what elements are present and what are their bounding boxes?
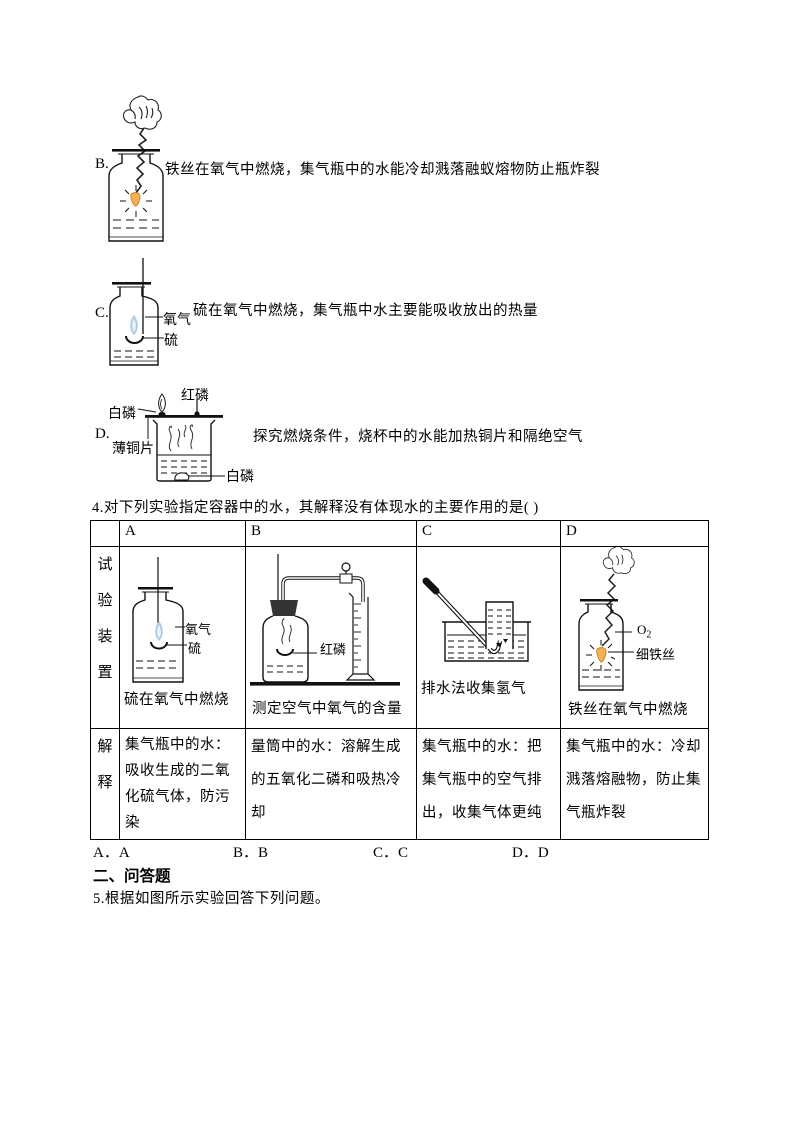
apparatus-caption-d: 铁丝在氧气中燃烧 [568,702,688,718]
apparatus-row-header-text: 试验装置 [97,557,113,681]
water-displacement-diagram [422,577,531,662]
steam-icon [168,424,194,452]
cylinder-graduations [354,603,361,668]
oxygen-label: 氧气 [185,622,212,637]
question4-table: A B C D 试验装置 [90,520,709,840]
oxygen-label: 氧气 [163,313,191,328]
apparatus-row-header: 试验装置 [90,546,120,729]
red-phosphorus-label: 红磷 [320,642,347,657]
combustion-spoon-icon [125,335,144,344]
explanation-a: 集气瓶中的水：吸收生成的二氧化硫气体，防污染 [125,737,230,831]
white-phosphorus-lump-icon [174,472,190,481]
apparatus-caption-c: 排水法收集氢气 [421,681,526,697]
option-b-text: 铁丝在氧气中燃烧，集气瓶中的水能冷却溅落融蚁熔物防止瓶炸裂 [165,162,600,178]
explanation-c: 集气瓶中的水：把集气瓶中的空气排出，收集气体更纯 [422,739,542,821]
iron-wire-icon [601,573,617,647]
hand-icon [122,95,162,130]
water-icon [114,350,155,358]
col-header-b: B [245,520,417,547]
o2-label: O2 [637,622,652,641]
choice-d: D．D [512,845,549,861]
white-phosphorus-flame-icon [158,393,166,413]
iron-wire-burning-diagram-small [578,547,635,691]
white-phosphorus-pointer-line [137,408,157,413]
question5-stem: 5.根据如图所示实验回答下列问题。 [93,891,330,907]
white-phosphorus-bottom-label: 白磷 [226,470,254,485]
bubble-icon [496,643,502,647]
question4-stem: 4.对下列实验指定容器中的水，其解释没有体现水的主要作用的是( ) [92,500,539,516]
graduated-cylinder-icon [345,592,376,681]
sulfur-burning-diagram-small [132,557,187,683]
apparatus-cell-d: O2 细铁丝 铁丝在氧气中燃烧 [560,546,709,729]
water-icon [582,669,620,678]
iron-wire-burning-diagram [108,95,164,242]
water-icon [113,219,159,229]
red-phosphorus-label: 红磷 [181,389,209,404]
spark-rays-icon [120,185,152,217]
water-icon [161,460,207,474]
white-phosphorus-top-label: 白磷 [108,407,136,422]
section2-title: 二、问答题 [93,868,171,885]
choice-c: C．C [373,845,409,861]
corner-cell [90,520,120,547]
copper-sheet-icon [145,415,223,418]
col-header-d: D [560,520,709,547]
beaker-icon [152,419,216,482]
water-icon [267,665,304,673]
iron-wire-icon [135,127,148,194]
stopcock-icon [339,562,353,584]
choice-b: B．B [233,845,269,861]
explanation-row-header: 解释 [90,728,120,840]
choice-a: A．A [93,845,130,861]
smoke-icon [281,618,292,645]
spark-rays-icon [586,640,616,671]
flame-icon [130,192,141,207]
apparatus-cell-a: 氧气 硫 硫在氧气中燃烧 [119,546,246,729]
gas-bottle-icon [132,592,184,683]
combustion-condition-diagram [137,393,225,482]
sulfur-label: 硫 [188,641,202,656]
water-in-bottle-icon [488,609,511,635]
sulfur-label: 硫 [164,334,178,349]
option-d-text: 探究燃烧条件，烧杯中的水能加热铜片和隔绝空气 [253,429,583,445]
rubber-tube-icon [422,577,440,595]
option-c-label: C. [95,305,109,321]
option-b-label: B. [95,156,109,172]
table-header-row: A B C D [90,520,709,547]
bubble-icon [503,639,508,643]
flame-icon [596,647,607,663]
apparatus-caption-a: 硫在氧气中燃烧 [124,692,229,708]
explanation-row: 解释 集气瓶中的水：吸收生成的二氧化硫气体，防污染 量筒中的水：溶解生成的五氧化… [90,728,709,840]
apparatus-cell-b: 红磷 测定空气中氧气的含量 [245,546,417,729]
combustion-spoon-icon [276,648,294,656]
copper-sheet-label: 薄铜片 [112,442,154,457]
col-header-a: A [119,520,246,547]
option-c-text: 硫在氧气中燃烧，集气瓶中水主要能吸收放出的热量 [193,303,538,319]
col-header-c: C [416,520,561,547]
bench-line [250,682,400,686]
iron-wire-label: 细铁丝 [636,647,676,662]
gas-bottle-icon [108,154,164,242]
option-d-label: D. [95,426,110,442]
sulfur-burning-diagram [109,258,164,366]
apparatus-row: 试验装置 [90,546,709,729]
water-icon [136,660,180,669]
gas-bottle-icon [109,287,159,366]
combustion-spoon-icon [150,641,168,650]
apparatus-caption-b: 测定空气中氧气的含量 [252,701,402,717]
collection-bottle-icon [485,601,514,649]
rubber-stopper-icon [270,600,298,616]
gas-bottle-icon [578,604,624,691]
oxygen-content-diagram [250,554,400,686]
explanation-d: 集气瓶中的水：冷却溅落熔融物，防止集气瓶炸裂 [566,739,701,821]
explanation-b: 量筒中的水：溶解生成的五氧化二磷和吸热冷却 [251,739,401,821]
hand-icon [602,547,635,575]
apparatus-cell-c: 排水法收集氢气 [416,546,561,729]
explanation-row-header-text: 解释 [97,739,113,791]
